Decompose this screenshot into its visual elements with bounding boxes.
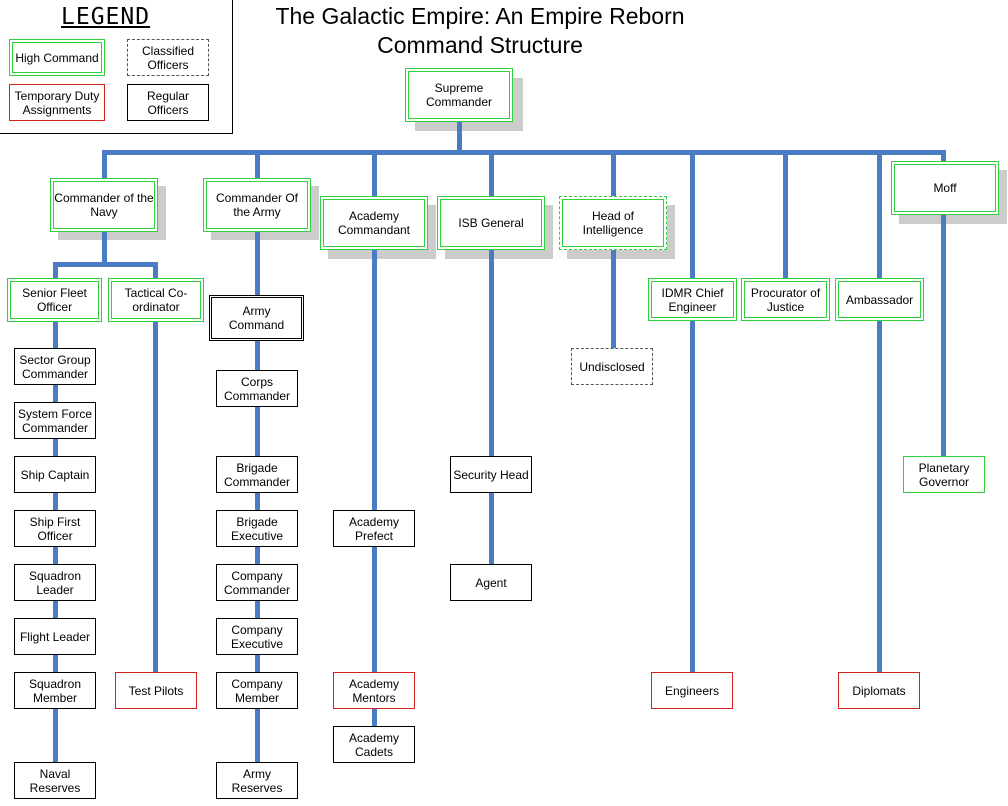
connector-line xyxy=(489,150,494,198)
title-line-1: The Galactic Empire: An Empire Reborn xyxy=(275,3,685,29)
connector-line xyxy=(457,122,462,152)
connector-line xyxy=(53,262,157,267)
node-army-command: Army Command xyxy=(209,295,304,341)
legend: LEGEND High Command Classified Officers … xyxy=(0,0,233,134)
legend-title: LEGEND xyxy=(61,4,151,30)
legend-regular: Regular Officers xyxy=(127,84,209,121)
connector-line xyxy=(941,150,946,164)
node-engineers: Engineers xyxy=(651,672,733,709)
node-system-force-commander: System Force Commander xyxy=(14,402,96,439)
title-line-2: Command Structure xyxy=(377,32,583,58)
connector-line xyxy=(489,248,494,568)
connector-line xyxy=(690,150,695,280)
chart-title: The Galactic Empire: An Empire Reborn Co… xyxy=(240,2,720,60)
node-academy-mentors: Academy Mentors xyxy=(333,672,415,709)
connector-line xyxy=(102,230,107,264)
node-academy-cadets: Academy Cadets xyxy=(333,726,415,763)
legend-temporary: Temporary Duty Assignments xyxy=(9,84,105,121)
connector-line xyxy=(53,262,58,280)
node-tactical-coordinator: Tactical Co-ordinator xyxy=(108,278,204,322)
connector-line xyxy=(102,150,107,180)
node-brigade-executive: Brigade Executive xyxy=(216,510,298,547)
connector-line xyxy=(877,320,882,674)
node-flight-leader: Flight Leader xyxy=(14,618,96,655)
connector-line xyxy=(153,320,158,674)
node-undisclosed: Undisclosed xyxy=(571,348,653,385)
connector-line xyxy=(783,150,788,280)
node-naval-reserves: Naval Reserves xyxy=(14,762,96,799)
connector-line xyxy=(153,262,158,280)
node-diplomats: Diplomats xyxy=(838,672,920,709)
legend-classified: Classified Officers xyxy=(127,39,209,76)
node-procurator-of-justice: Procurator of Justice xyxy=(741,278,830,321)
node-senior-fleet-officer: Senior Fleet Officer xyxy=(7,278,102,322)
connector-line xyxy=(877,150,882,280)
connector-line xyxy=(255,230,260,765)
node-squadron-member: Squadron Member xyxy=(14,672,96,709)
node-squadron-leader: Squadron Leader xyxy=(14,564,96,601)
node-academy-prefect: Academy Prefect xyxy=(333,510,415,547)
node-commander-army: Commander Of the Army xyxy=(203,178,311,232)
node-ship-first-officer: Ship First Officer xyxy=(14,510,96,547)
node-company-member: Company Member xyxy=(216,672,298,709)
legend-high-command: High Command xyxy=(9,39,105,76)
connector-line xyxy=(255,150,260,180)
node-moff: Moff xyxy=(891,161,999,215)
node-brigade-commander: Brigade Commander xyxy=(216,456,298,493)
node-security-head: Security Head xyxy=(450,456,532,493)
node-corps-commander: Corps Commander xyxy=(216,370,298,407)
node-ambassador: Ambassador xyxy=(835,278,924,321)
node-sector-group-commander: Sector Group Commander xyxy=(14,348,96,385)
connector-line xyxy=(611,150,616,198)
connector-line xyxy=(372,248,377,730)
node-army-reserves: Army Reserves xyxy=(216,762,298,799)
node-commander-navy: Commander of the Navy xyxy=(50,178,158,232)
connector-line xyxy=(372,150,377,198)
node-test-pilots: Test Pilots xyxy=(115,672,197,709)
node-supreme-commander: Supreme Commander xyxy=(405,68,513,122)
node-head-of-intelligence: Head of Intelligence xyxy=(559,196,667,250)
connector-line xyxy=(690,320,695,674)
node-planetary-governor: Planetary Governor xyxy=(903,456,985,493)
node-isb-general: ISB General xyxy=(437,196,545,250)
connector-line xyxy=(941,213,946,458)
connector-line xyxy=(611,248,616,350)
node-company-executive: Company Executive xyxy=(216,618,298,655)
node-academy-commandant: Academy Commandant xyxy=(320,196,428,250)
node-company-commander: Company Commander xyxy=(216,564,298,601)
node-agent: Agent xyxy=(450,564,532,601)
connector-line xyxy=(102,150,946,155)
node-ship-captain: Ship Captain xyxy=(14,456,96,493)
node-idmr-chief-engineer: IDMR Chief Engineer xyxy=(648,278,737,321)
